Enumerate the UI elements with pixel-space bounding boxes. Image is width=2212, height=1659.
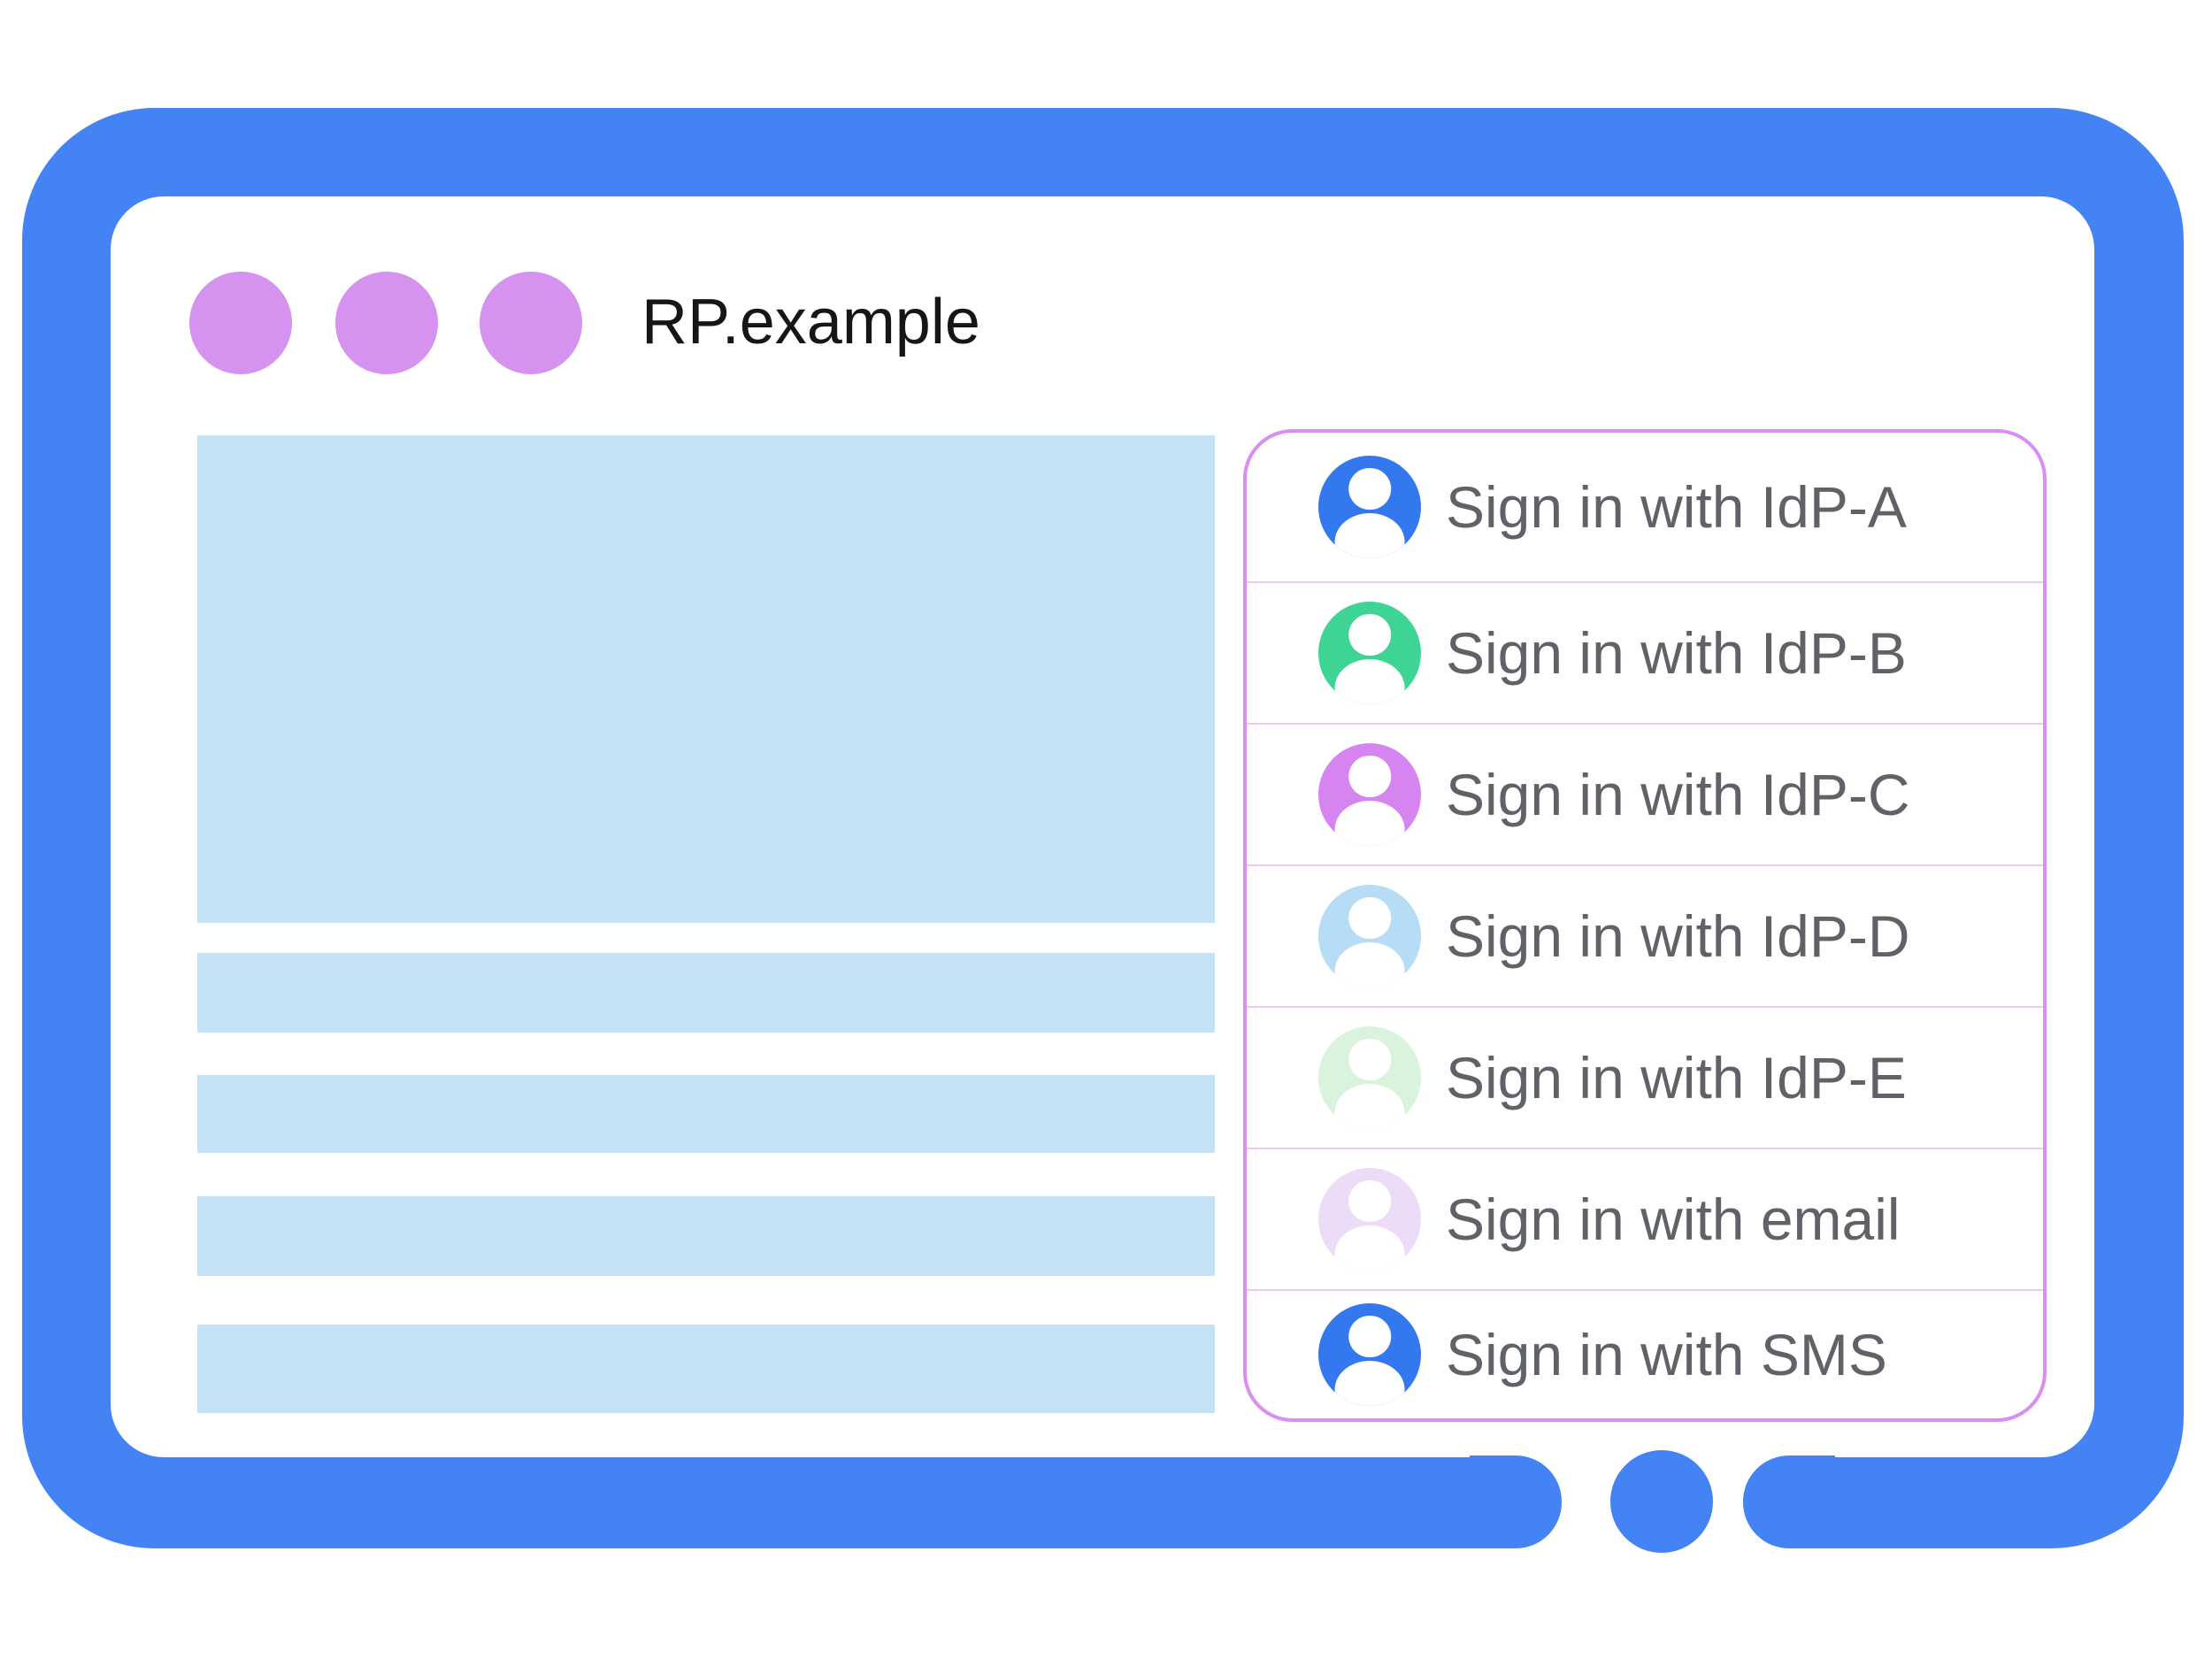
browser-viewport: RP.example Sign in with IdP-A Sign in wi… (111, 196, 2094, 1457)
signin-item[interactable]: Sign in with SMS (1247, 1289, 2043, 1418)
site-title: RP.example (641, 287, 980, 357)
avatar-head-shape (1348, 1179, 1391, 1223)
window-control-dot (189, 272, 292, 374)
signin-item-label: Sign in with IdP-E (1446, 1045, 1907, 1110)
user-avatar-icon (1318, 456, 1421, 558)
signin-panel: Sign in with IdP-A Sign in with IdP-B Si… (1243, 429, 2047, 1422)
user-avatar-icon (1318, 1026, 1421, 1129)
user-avatar-icon (1318, 885, 1421, 987)
avatar-head-shape (1348, 467, 1391, 511)
avatar-shoulders-shape (1334, 800, 1405, 846)
window-control-dot (335, 272, 438, 374)
signin-item[interactable]: Sign in with IdP-A (1247, 433, 2043, 581)
avatar-shoulders-shape (1334, 941, 1405, 987)
avatar-head-shape (1348, 613, 1391, 657)
avatar-shoulders-shape (1334, 658, 1405, 704)
avatar-head-shape (1348, 1315, 1391, 1358)
user-avatar-icon (1318, 743, 1421, 846)
content-placeholder-bar (197, 953, 1215, 1033)
signin-item[interactable]: Sign in with IdP-C (1247, 723, 2043, 864)
bottom-bar-left-cap (1470, 1455, 1562, 1548)
avatar-head-shape (1348, 755, 1391, 798)
user-avatar-icon (1318, 1303, 1421, 1406)
avatar-shoulders-shape (1334, 512, 1405, 558)
signin-item-label: Sign in with IdP-D (1446, 903, 1910, 969)
avatar-shoulders-shape (1334, 1360, 1405, 1406)
home-button[interactable] (1610, 1450, 1713, 1553)
signin-item-label: Sign in with IdP-C (1446, 762, 1910, 827)
user-avatar-icon (1318, 1168, 1421, 1271)
signin-item[interactable]: Sign in with IdP-D (1247, 864, 2043, 1006)
avatar-head-shape (1348, 896, 1391, 940)
content-placeholder-block (197, 435, 1215, 923)
signin-item[interactable]: Sign in with IdP-E (1247, 1006, 2043, 1148)
signin-item-label: Sign in with SMS (1446, 1322, 1887, 1387)
signin-item[interactable]: Sign in with email (1247, 1148, 2043, 1289)
user-avatar-icon (1318, 602, 1421, 704)
avatar-head-shape (1348, 1038, 1391, 1081)
avatar-shoulders-shape (1334, 1083, 1405, 1129)
bottom-bar-right-cap (1743, 1455, 1835, 1548)
avatar-shoulders-shape (1334, 1225, 1405, 1271)
signin-item-label: Sign in with IdP-A (1446, 474, 1907, 540)
content-placeholder-bar (197, 1325, 1215, 1413)
signin-item-label: Sign in with email (1446, 1187, 1901, 1252)
browser-frame: RP.example Sign in with IdP-A Sign in wi… (22, 108, 2184, 1553)
content-placeholder-bar (197, 1075, 1215, 1153)
signin-item-label: Sign in with IdP-B (1446, 620, 1907, 686)
window-control-dot (480, 272, 582, 374)
content-placeholder-bar (197, 1196, 1215, 1276)
signin-item[interactable]: Sign in with IdP-B (1247, 581, 2043, 723)
